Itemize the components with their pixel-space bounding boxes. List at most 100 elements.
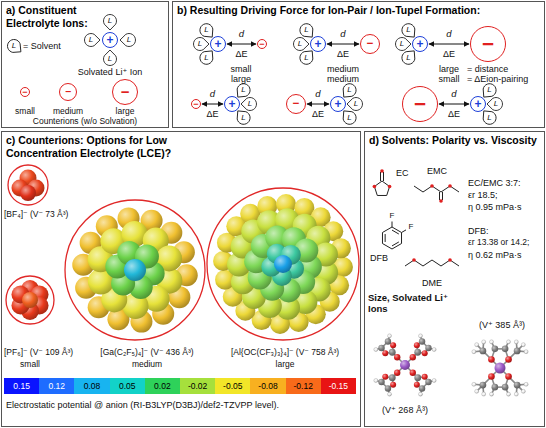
solvent-symbol-label: L <box>354 100 358 108</box>
text-label: small <box>20 360 40 370</box>
text-label: DFB: <box>468 226 489 236</box>
atom-sphere <box>414 349 421 356</box>
solvent-teardrop <box>347 98 362 111</box>
scale-cell: -0.05 <box>215 378 250 394</box>
panel-title: c) Counterions: Options for Low Concentr… <box>6 134 211 159</box>
scale-cell: -0.12 <box>286 378 321 394</box>
bond-line <box>374 181 389 195</box>
atom-sphere <box>482 392 486 396</box>
atom-sphere <box>20 185 36 201</box>
atom-sphere <box>22 292 38 308</box>
oxygen-dot <box>448 258 452 262</box>
text-label: [Ga(C₂F₅)₄]⁻ (V⁻ 436 Å³) <box>100 348 193 358</box>
atom-sphere <box>514 382 521 389</box>
bond-line <box>442 192 443 200</box>
text-label: large <box>439 64 459 74</box>
atom-sphere <box>422 350 428 356</box>
text-label: large <box>116 107 135 117</box>
solvent-symbol-label: L <box>487 114 491 122</box>
atom-sphere <box>506 340 510 344</box>
text-label: small <box>15 107 35 117</box>
scale-cell: -0.02 <box>180 378 215 394</box>
solvent-teardrop <box>241 98 256 111</box>
scale-value: -0.05 <box>223 382 242 391</box>
text-label: EC/EMC 3:7: <box>468 178 521 188</box>
oxygen-dot <box>448 184 452 188</box>
oxygen-dot <box>439 199 443 203</box>
counter-anion: − <box>470 26 506 62</box>
solvent-symbol-label: L <box>304 54 308 62</box>
text-label: EMC <box>427 166 447 176</box>
scale-value: 0.12 <box>49 382 66 391</box>
atom-sphere <box>524 350 528 354</box>
atom-sphere <box>432 378 436 382</box>
scale-cell: 0.02 <box>145 378 180 394</box>
atom-sphere <box>502 346 509 353</box>
text-label: ΔE <box>337 49 349 59</box>
solvent-structures <box>373 169 459 266</box>
text-label: DFB <box>370 253 388 263</box>
scale-value: -0.08 <box>258 382 277 391</box>
text-label: [PF₆]⁻ (V⁻ 109 Å³) <box>4 348 73 358</box>
distance-arrow <box>439 104 469 105</box>
text-label: Electrostatic potential @ anion (RI-B3LY… <box>6 400 279 410</box>
scale-cell: 0.15 <box>4 378 39 394</box>
atom-sphere <box>521 343 525 347</box>
text-label: η 0.62 mPa·s <box>468 250 522 260</box>
solvent-teardrop <box>104 15 117 30</box>
charge-plus: + <box>106 34 113 46</box>
atom-sphere <box>488 356 495 363</box>
atom-sphere <box>418 392 422 396</box>
text-label: [BF₄]⁻ (V⁻ 73 Å³) <box>4 210 68 220</box>
lithium-cation: + <box>412 36 428 52</box>
edge-label: d <box>340 29 345 39</box>
atom-sphere <box>382 350 388 356</box>
counter-anion: − <box>402 86 438 122</box>
atom-sphere <box>410 354 416 360</box>
charge-plus: + <box>314 38 321 50</box>
anion-size-circle <box>207 188 359 340</box>
scale-cell: 0.08 <box>74 378 109 394</box>
text-label: F <box>390 212 395 220</box>
atom-sphere <box>274 255 292 273</box>
text-label: ΔE <box>443 49 455 59</box>
charge-minus: − <box>367 38 374 50</box>
scale-value: -0.15 <box>329 382 348 391</box>
text-label: large <box>231 74 251 84</box>
atom-sphere <box>521 389 525 393</box>
atom-sphere <box>385 385 391 391</box>
lithium-cation: + <box>102 32 118 48</box>
solvent-symbol-label: L <box>406 54 410 62</box>
atom-sphere <box>524 382 528 386</box>
distance-arrow <box>429 44 469 45</box>
text-label: small <box>230 64 251 74</box>
solvent-symbol-label: L <box>400 40 404 48</box>
atom-sphere <box>124 259 146 281</box>
atom-sphere <box>479 347 486 354</box>
atom-sphere <box>490 392 494 396</box>
solvent-teardrop <box>85 34 100 47</box>
solvent-symbol-label: L <box>304 26 308 34</box>
bond-line <box>402 230 407 233</box>
solvent-symbol-label: L <box>204 54 208 62</box>
counter-anion: − <box>286 94 306 114</box>
atom-sphere <box>388 392 392 396</box>
text-label: F <box>409 223 414 231</box>
lithium-cation: + <box>224 96 240 112</box>
atom-sphere <box>479 382 486 389</box>
scale-value: 0.15 <box>13 382 30 391</box>
scale-value: 0.05 <box>119 382 136 391</box>
text-label: [Al{OC(CF₃)₃}₄]⁻ (V⁻ 758 Å³) <box>231 348 339 358</box>
atom-sphere <box>419 385 425 391</box>
solvent-symbol-label: L <box>487 86 491 94</box>
solvent-symbol-label: L <box>494 100 498 108</box>
atom-sphere <box>418 334 422 338</box>
atom-sphere <box>374 378 378 382</box>
scale-cell: -0.08 <box>250 378 285 394</box>
charge-plus: + <box>228 98 235 110</box>
solvent-symbol-label: L <box>241 114 245 122</box>
scale-value: -0.12 <box>294 382 313 391</box>
bond-line <box>385 234 386 242</box>
solvent-teardrop <box>487 98 502 111</box>
